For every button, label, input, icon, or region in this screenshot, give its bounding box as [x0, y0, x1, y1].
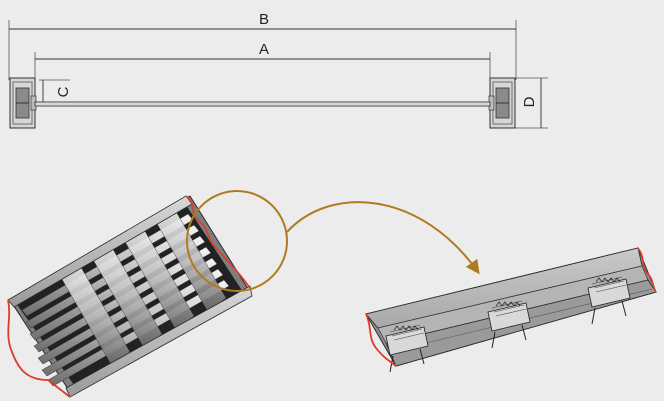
dimension-a: A [34, 41, 491, 80]
cut-edge-right [185, 195, 251, 289]
left-frame-end [9, 77, 37, 129]
detail-cut-edge-right [637, 247, 657, 293]
detail-clip [587, 276, 631, 325]
detail-circle-icon [186, 190, 288, 292]
dimension-label-a: A [259, 41, 269, 58]
detail-clip [385, 324, 429, 373]
grating-cross-bars [59, 207, 227, 367]
cut-edge-left [7, 299, 71, 398]
dimension-d: D [514, 77, 548, 129]
detail-cut-edge-left [365, 313, 397, 367]
dimension-label-d: D [521, 96, 538, 107]
frame-rail-bottom [65, 285, 253, 398]
dimension-c: C [39, 79, 72, 105]
side-view-drawing: B A C D [8, 11, 548, 129]
detail-view [365, 247, 657, 373]
grating-perspective [7, 190, 288, 398]
callout-arrow-icon [286, 201, 480, 275]
detail-clip [487, 300, 531, 349]
bearing-bar-side [34, 101, 491, 107]
right-frame-end [488, 77, 516, 129]
dimension-label-b: B [259, 11, 269, 28]
dimension-b: B [8, 11, 517, 80]
dimension-label-c: C [55, 86, 72, 97]
